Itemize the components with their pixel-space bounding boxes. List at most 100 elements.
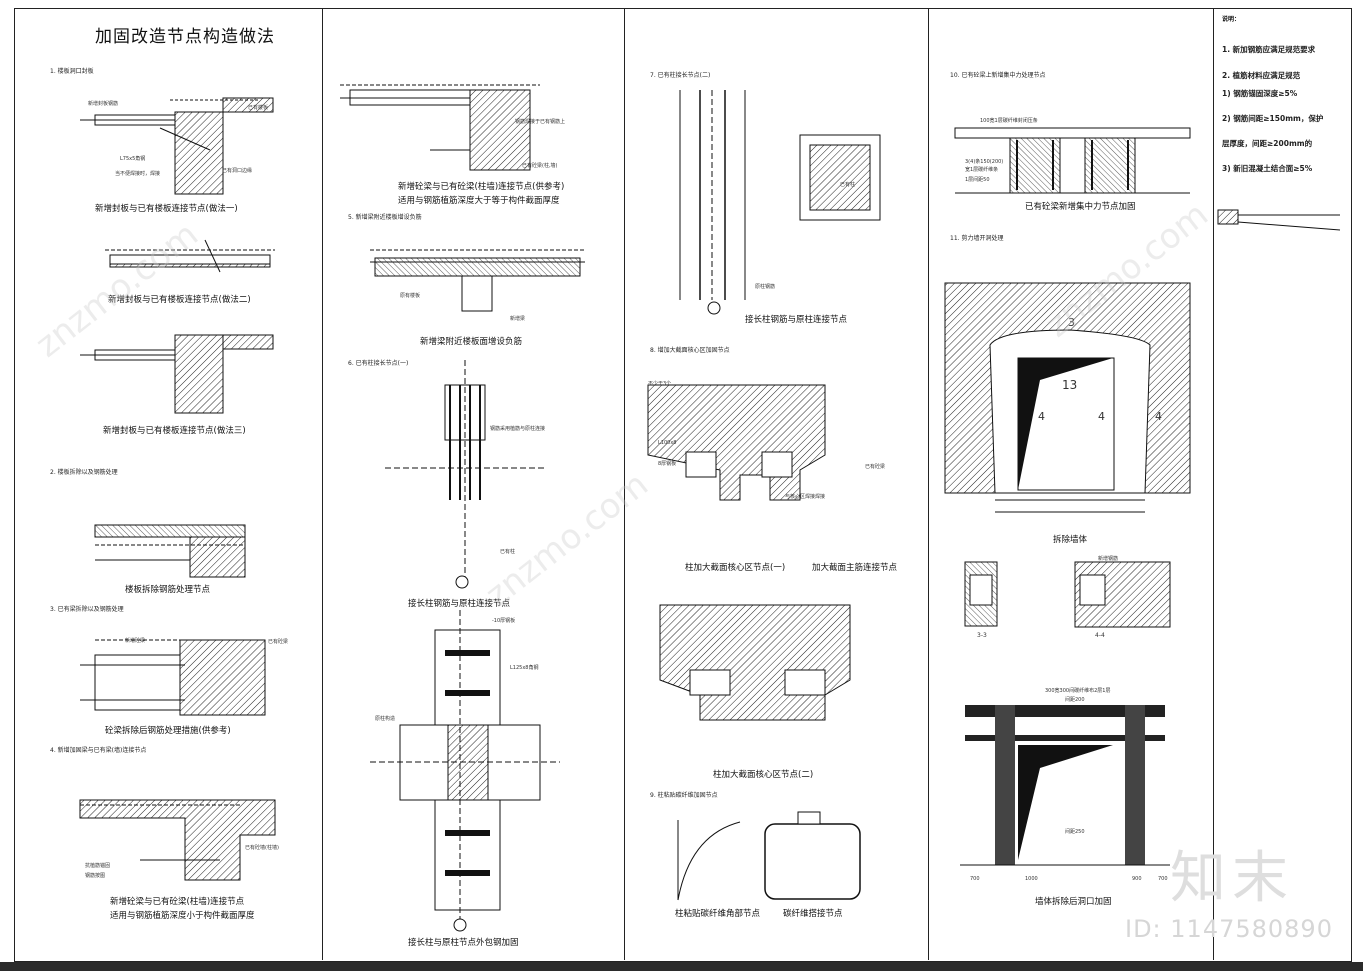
section-heading: 7. 已有柱接长节点(二) <box>650 72 711 79</box>
notes-line: 3) 新旧混凝土结合面≥5% <box>1222 164 1313 173</box>
callout-label: 已有砼梁 <box>865 464 886 470</box>
detail-section-3-4 <box>964 561 1171 628</box>
detail-caption: 新增封板与已有楼板连接节点(做法二) <box>108 295 251 305</box>
section-heading: 9. 柱粘贴碳纤维加固节点 <box>650 792 718 799</box>
detail-caption: 适用与钢筋植筋深度大于等于构件截面厚度 <box>398 196 560 206</box>
section-tag: 3-3 <box>977 632 987 639</box>
callout-label: 已有柱 <box>840 182 856 188</box>
detail-slab-removal <box>94 524 246 578</box>
callout-label: 钢筋焊接于已有钢筋上 <box>515 119 566 125</box>
callout-label: 宽1层碳纤维条 <box>965 167 999 173</box>
callout-label: 已有砼墙(柱墙) <box>245 845 279 851</box>
column-divider <box>928 8 929 960</box>
detail-caption: 接长柱钢筋与原柱连接节点 <box>408 599 511 609</box>
detail-caption: 新增梁附近楼板面增设负筋 <box>420 337 523 347</box>
section-heading: 1. 楼板洞口封板 <box>50 68 94 75</box>
detail-negative-rebar <box>370 249 585 312</box>
dimension-label: 1000 <box>1025 876 1038 882</box>
callout-label: 新增钢筋 <box>1098 556 1119 562</box>
notes-line: 层厚度，间距≥200mm的 <box>1222 139 1313 148</box>
column-divider <box>322 8 323 960</box>
notes-line: 1. 新加钢筋应满足规范要求 <box>1222 45 1316 54</box>
detail-slab-plate-1 <box>80 97 274 195</box>
notes-line: 2) 钢筋间距≥150mm，保护 <box>1222 114 1324 123</box>
callout-label: 已有洞口边缘 <box>222 168 253 174</box>
detail-caption: 新增封板与已有楼板连接节点(做法三) <box>103 426 246 436</box>
detail-slab-plate-3 <box>80 334 274 414</box>
callout-label: 原柱构造 <box>375 716 396 722</box>
section-heading: 2. 楼板拆除以及钢筋处理 <box>50 469 118 476</box>
section-heading: 8. 增加大截面核心区加固节点 <box>650 347 730 354</box>
callout-label: 8厚钢板 <box>658 461 677 467</box>
section-heading: 11. 剪力墙开洞处理 <box>950 235 1004 242</box>
callout-label: 新增梁 <box>510 316 526 322</box>
wall-number: 4 <box>1038 410 1045 423</box>
callout-label: 间距250 <box>1065 829 1085 835</box>
callout-label: L75x5角钢 <box>120 156 146 162</box>
detail-column-steel-jacket <box>370 610 560 932</box>
callout-label: -10厚钢板 <box>492 618 516 624</box>
notes-line: 2. 植筋材料应满足规范 <box>1222 71 1301 80</box>
callout-label: 钢筋按图 <box>85 873 106 879</box>
detail-beam-connection-2 <box>340 84 540 171</box>
column-divider <box>1213 8 1214 960</box>
detail-caption: 加大截面主筋连接节点 <box>812 563 898 573</box>
detail-caption: 柱加大截面核心区节点(一) <box>685 563 786 573</box>
section-tag: 4-4 <box>1095 632 1105 639</box>
detail-opening-reinforcement <box>960 705 1170 866</box>
callout-label: 间距200 <box>1065 697 1085 703</box>
detail-caption: 接长柱与原柱节点外包钢加固 <box>408 938 519 948</box>
callout-label: 新增封板钢筋 <box>88 101 119 107</box>
detail-caption: 柱粘贴碳纤维角部节点 <box>675 909 761 919</box>
callout-label: 不少于3个 <box>648 381 672 387</box>
detail-new-beam-connection <box>79 799 276 881</box>
detail-caption: 新增砼梁与已有砼梁(柱墙)连接节点 <box>110 897 245 907</box>
detail-concentrated-load <box>954 127 1191 194</box>
detail-caption: 砼梁拆除后钢筋处理措施(供参考) <box>105 726 231 736</box>
callout-label: 当不便焊接时，焊接 <box>115 171 161 177</box>
detail-core-zone-1 <box>647 384 826 501</box>
dimension-label: 700 <box>970 876 980 882</box>
detail-column-extension-1 <box>385 360 545 589</box>
callout-label: 原有楼板 <box>400 293 421 299</box>
watermark-id: ID: 1147580890 <box>1125 915 1333 943</box>
callout-label: L100x8 <box>658 440 677 446</box>
wall-number: 13 <box>1062 378 1078 392</box>
wall-number: 3 <box>1068 316 1075 329</box>
detail-caption: 柱加大截面核心区节点(二) <box>713 770 814 780</box>
section-heading: 6. 已有柱接长节点(一) <box>348 360 409 367</box>
detail-column-extension-2 <box>679 90 881 315</box>
dimension-label: 700 <box>1158 876 1168 882</box>
callout-label: 100宽1层碳纤维封闭压条 <box>980 118 1038 124</box>
section-heading: 5. 新增梁附近楼板增设负筋 <box>348 214 422 221</box>
notes-line: 1) 钢筋锚固深度≥5% <box>1222 89 1298 98</box>
detail-slab-plate-2 <box>105 239 275 273</box>
callout-label: L125x8角钢 <box>510 665 539 671</box>
detail-beam-removal <box>80 639 266 716</box>
detail-caption: 适用与钢筋植筋深度小于构件截面厚度 <box>110 911 255 921</box>
detail-caption: 楼板拆除钢筋处理节点 <box>125 585 211 595</box>
sheet-title: 加固改造节点构造做法 <box>95 27 275 47</box>
callout-label: 300宽300间碳纤维布2层1层 <box>1045 688 1111 694</box>
callout-label: 原柱钢筋 <box>755 284 776 290</box>
sheet-frame <box>14 8 1352 962</box>
detail-caption: 墙体拆除后洞口加固 <box>1035 897 1112 907</box>
section-heading: 10. 已有砼梁上新增集中力处理节点 <box>950 72 1046 79</box>
callout-label: 已有砼梁(柱,墙) <box>522 163 558 169</box>
watermark-logo: 知末 <box>1170 846 1294 911</box>
notes-heading: 说明： <box>1222 16 1241 23</box>
callout-label: 钢筋采用植筋与原柱连接 <box>490 426 546 432</box>
wall-number: 4 <box>1155 410 1162 423</box>
callout-label: 已有砼梁 <box>268 639 289 645</box>
column-divider <box>624 8 625 960</box>
detail-caption: 新增封板与已有楼板连接节点(做法一) <box>95 204 238 214</box>
detail-caption: 新增砼梁与已有砼梁(柱墙)连接节点(供参考) <box>398 182 565 192</box>
callout-label: 1层间距50 <box>965 177 990 183</box>
section-heading: 4. 新增加固梁与已有梁(墙)连接节点 <box>50 747 147 754</box>
bottom-bar <box>0 962 1363 971</box>
detail-caption: 接长柱钢筋与原柱连接节点 <box>745 315 848 325</box>
wall-number: 4 <box>1098 410 1105 423</box>
callout-label: 3(4)条150(200) <box>965 159 1004 165</box>
detail-core-zone-2 <box>659 604 851 721</box>
